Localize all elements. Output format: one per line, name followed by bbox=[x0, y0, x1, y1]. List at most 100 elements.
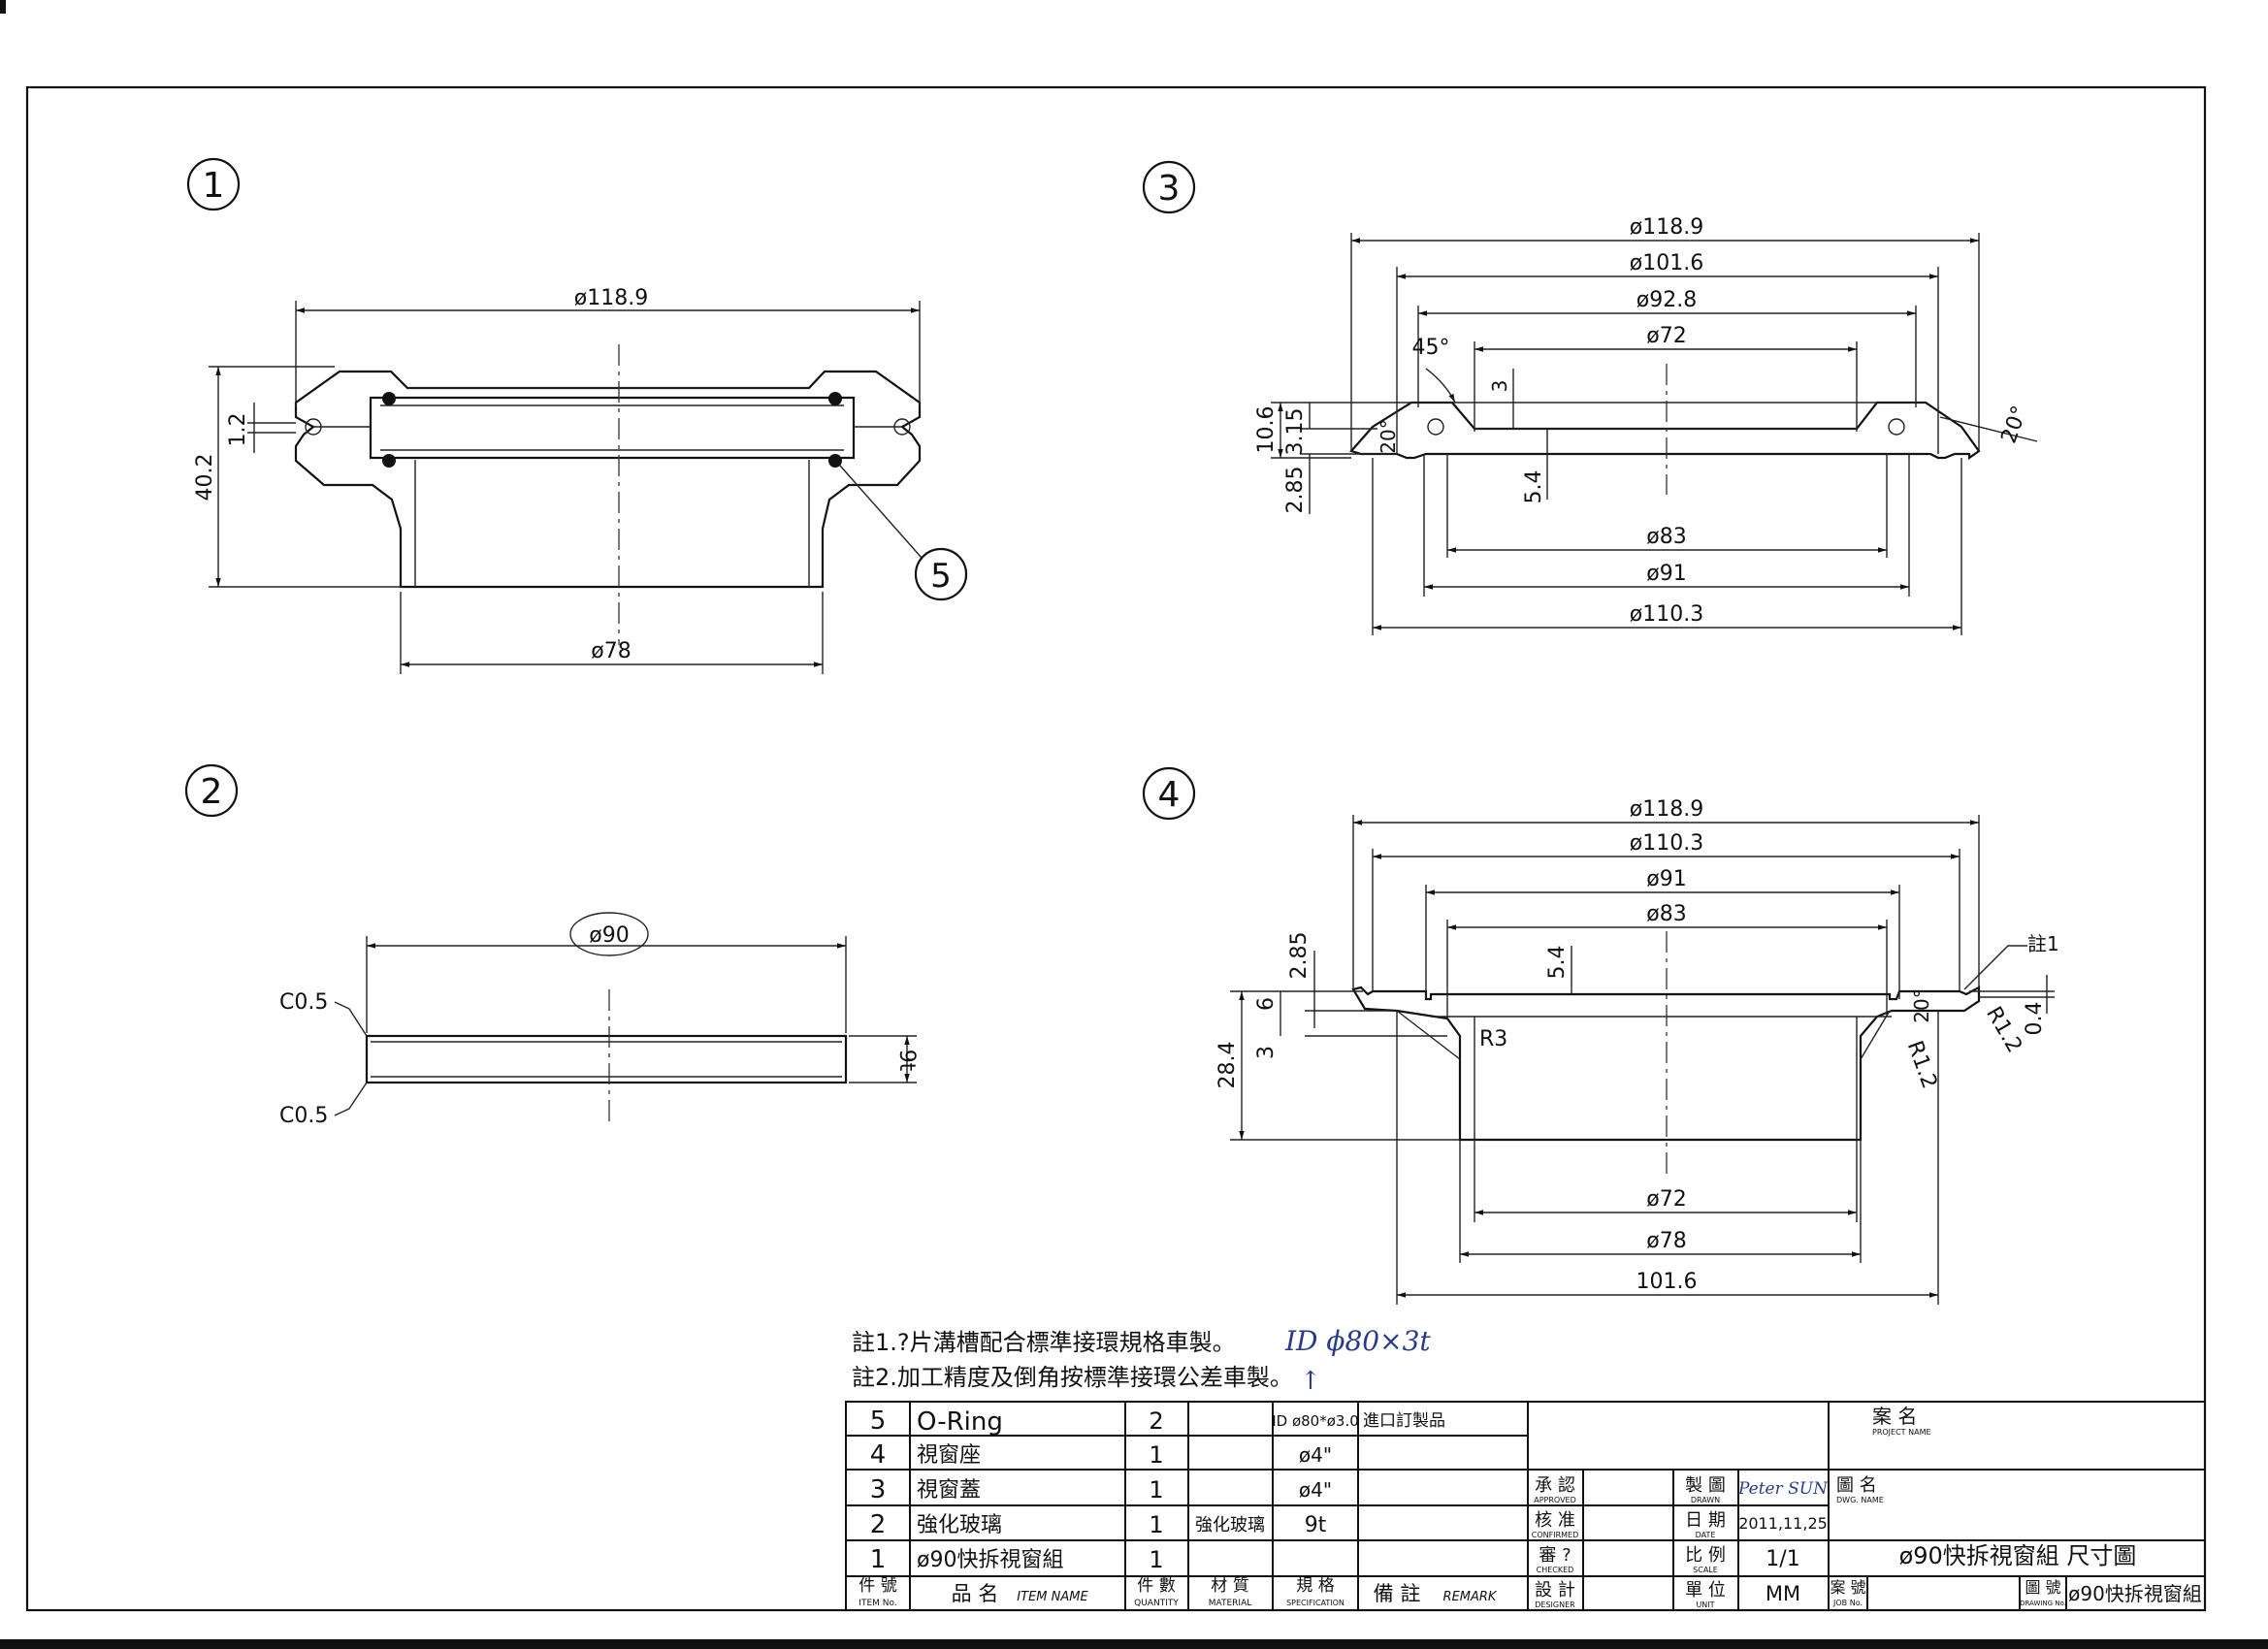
view-4-dim-h284-label: 28.4 bbox=[1215, 1042, 1240, 1089]
view-4-dim-h3-label: 3 bbox=[1254, 1046, 1279, 1059]
view-1-callout-circle bbox=[914, 547, 968, 601]
bom-row5-remark: 進口訂製品 bbox=[1363, 1411, 1445, 1431]
bom-table: 5 O-Ring 2 ID ø80*ø3.0 進口訂製品 4 視窗座 1 ø4"… bbox=[845, 1401, 1529, 1611]
tb-approved-en: APPROVED bbox=[1534, 1496, 1576, 1504]
view-3-angle20a-label: 20° bbox=[1377, 419, 1400, 453]
view-3: 3 ø118.9 ø101.6 ø92.8 ø72 45° 3 20° 20° bbox=[1142, 160, 2038, 635]
handwritten-note: ID ϕ80×3t bbox=[1284, 1325, 1431, 1357]
tb-job-en: JOB No. bbox=[1832, 1599, 1863, 1607]
view-2-dim-thick-label: 9t bbox=[894, 1050, 919, 1072]
view-4-dim-d3-label: ø91 bbox=[1646, 867, 1686, 891]
view-4-note1-leader bbox=[1963, 945, 2027, 990]
scan-edge-corner bbox=[0, 0, 6, 14]
view-4-dim-h6-label: 6 bbox=[1254, 997, 1279, 1011]
bom-row1-qty: 1 bbox=[1149, 1546, 1163, 1573]
view-1-groove-l bbox=[305, 418, 322, 436]
tb-date-value: 2011,11,25 bbox=[1738, 1514, 1828, 1533]
view-3-angle45-arc bbox=[1425, 368, 1456, 404]
tb-dwg-no: 圖 號 bbox=[2025, 1578, 2060, 1597]
tb-project-en: PROJECT NAME bbox=[1872, 1428, 1931, 1437]
bom-header-qty: 件 數 bbox=[1137, 1576, 1175, 1596]
tb-designer-en: DESIGNER bbox=[1535, 1600, 1575, 1609]
bom-header-material-en: MATERIAL bbox=[1209, 1599, 1252, 1608]
bom-row2-spec: 9t bbox=[1305, 1513, 1327, 1537]
scan-edge-bottom bbox=[0, 1639, 2268, 1649]
view-1-dim-bottom-label: ø78 bbox=[591, 639, 631, 663]
bom-header-qty-en: QUANTITY bbox=[1134, 1599, 1179, 1608]
view-1-label: 1 bbox=[203, 166, 225, 206]
view-4-dim-d78-label: ø78 bbox=[1646, 1229, 1686, 1253]
tb-scale-en: SCALE bbox=[1693, 1566, 1718, 1574]
tb-unit: 單 位 bbox=[1685, 1580, 1726, 1600]
bom-row5-spec: ID ø80*ø3.0 bbox=[1272, 1412, 1359, 1430]
bom-row4-spec: ø4" bbox=[1299, 1443, 1332, 1467]
bom-header-material: 材 質 bbox=[1211, 1576, 1248, 1596]
bom-row3-qty: 1 bbox=[1149, 1476, 1163, 1504]
tb-job: 案 號 bbox=[1830, 1578, 1865, 1597]
bom-row4-qty: 1 bbox=[1149, 1441, 1163, 1469]
tb-dwg-name-en: DWG. NAME bbox=[1836, 1496, 1884, 1504]
view-3-dim-d2-label: ø101.6 bbox=[1630, 251, 1703, 275]
view-4-dim-d1016-label: 101.6 bbox=[1636, 1270, 1698, 1294]
view-3-label: 3 bbox=[1158, 169, 1181, 209]
note-1: 註1.?片溝槽配合標準接環規格車製。 bbox=[852, 1329, 1236, 1356]
tb-confirmed-en: CONFIRMED bbox=[1532, 1531, 1579, 1539]
view-3-dim-d91-label: ø91 bbox=[1646, 562, 1686, 586]
tb-date-en: DATE bbox=[1696, 1531, 1716, 1539]
view-1-dim-gap-label: 1.2 bbox=[226, 413, 250, 447]
bom-row2-name: 強化玻璃 bbox=[917, 1513, 1002, 1537]
tb-drawn: 製 圖 bbox=[1685, 1475, 1726, 1496]
view-4-label: 4 bbox=[1158, 775, 1181, 815]
view-2-chamfer-bot-leader bbox=[334, 1082, 368, 1116]
view-4-dim-d2-label: ø110.3 bbox=[1630, 831, 1703, 856]
view-1-glass bbox=[369, 396, 856, 460]
bom-header-no-en: ITEM No. bbox=[859, 1599, 896, 1608]
bom-header-spec: 規 格 bbox=[1296, 1576, 1334, 1596]
view-3-dim-h315-label: 3.15 bbox=[1283, 408, 1308, 456]
bom-header-no: 件 號 bbox=[859, 1576, 896, 1596]
bom-header-name: 品 名 bbox=[952, 1582, 999, 1605]
title-block: 案 名 PROJECT NAME 承 認 APPROVED 核 准 CONFIR… bbox=[1527, 1401, 2206, 1611]
tb-scale-value: 1/1 bbox=[1766, 1547, 1799, 1571]
bom-header-remark-en: REMARK bbox=[1443, 1590, 1498, 1604]
view-1-dim-height-label: 40.2 bbox=[193, 454, 217, 501]
bom-row2-material: 強化玻璃 bbox=[1195, 1515, 1265, 1536]
bom-row3-spec: ø4" bbox=[1299, 1478, 1332, 1502]
bom-row1-name: ø90快拆視窗組 bbox=[917, 1548, 1063, 1572]
view-1-oring-tr bbox=[828, 392, 842, 405]
tb-dwg-no-value: ø90快拆視窗組 bbox=[2068, 1582, 2202, 1605]
bom-row5-name: O-Ring bbox=[917, 1407, 1003, 1437]
view-4-r12a-label: R1.2 bbox=[1981, 1003, 2026, 1057]
view-4-label-circle bbox=[1142, 766, 1196, 821]
view-3-angle45-label: 45° bbox=[1412, 336, 1450, 360]
bom-row2-no: 2 bbox=[870, 1510, 887, 1539]
view-3-dim-h54-label: 5.4 bbox=[1522, 470, 1546, 504]
view-4-r12b-label: R1.2 bbox=[1902, 1038, 1942, 1092]
view-3-dim-h106-label: 10.6 bbox=[1254, 406, 1279, 454]
tb-designer: 設 計 bbox=[1535, 1580, 1575, 1600]
view-1-body-outline bbox=[294, 370, 922, 589]
view-1: 1 ø118.9 ø78 40.2 1.2 bbox=[186, 157, 968, 674]
view-2-glass-disc bbox=[365, 1034, 848, 1084]
view-4-r3-label: R3 bbox=[1479, 1027, 1507, 1051]
view-2-chamfer-top-label: C0.5 bbox=[279, 990, 328, 1015]
view-1-oring-br bbox=[828, 454, 842, 468]
view-2-chamfer-top-leader bbox=[334, 1001, 368, 1037]
bom-row4-no: 4 bbox=[870, 1440, 887, 1470]
tb-checked: 審 ? bbox=[1539, 1545, 1571, 1566]
bom-row3-no: 3 bbox=[870, 1475, 887, 1504]
view-3-dim-h285-label: 2.85 bbox=[1283, 467, 1308, 514]
notes: 註1.?片溝槽配合標準接環規格車製。 註2.加工精度及倒角按標準接環公差車製。 … bbox=[852, 1325, 1431, 1396]
tb-drawn-en: DRAWN bbox=[1691, 1496, 1720, 1504]
view-3-dim-a3-label: 3 bbox=[1488, 380, 1511, 393]
bom-row2-qty: 1 bbox=[1149, 1511, 1163, 1538]
view-4-note1-label: 註1 bbox=[2027, 932, 2059, 955]
tb-dwg-no-en: DRAWING No. bbox=[2020, 1600, 2066, 1607]
tb-drawn-value: Peter SUN bbox=[1737, 1479, 1829, 1499]
bom-header-remark: 備 註 bbox=[1374, 1582, 1421, 1605]
tb-unit-en: UNIT bbox=[1696, 1600, 1714, 1609]
tb-dwg-name: 圖 名 bbox=[1836, 1475, 1877, 1496]
tb-checked-en: CHECKED bbox=[1537, 1566, 1574, 1574]
view-3-dim-d1103-label: ø110.3 bbox=[1630, 602, 1703, 627]
